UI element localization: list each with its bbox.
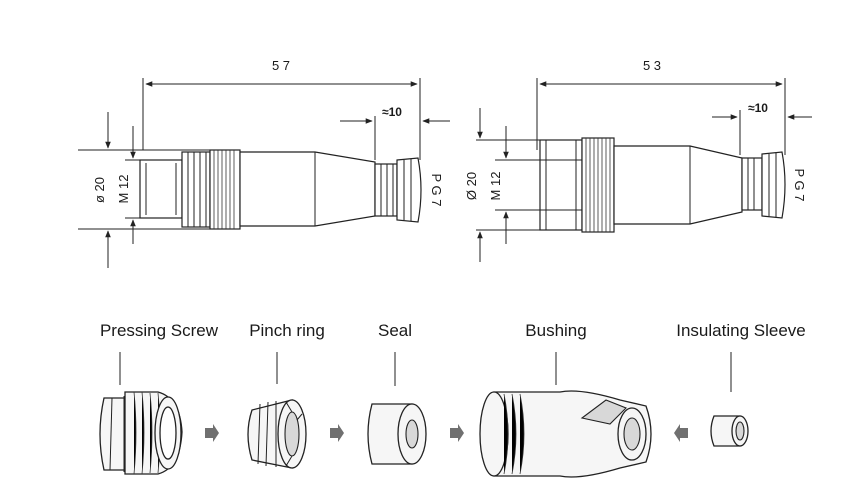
thread-label: M 12: [488, 172, 503, 201]
overall-length-label: 5 7: [272, 58, 290, 73]
thread-label: M 12: [116, 175, 131, 204]
seal-part: [367, 403, 427, 465]
diameter-label: ø 20: [92, 177, 107, 203]
short-connector-drawing: 5 3 ≈10 Ø 20 M 12: [464, 58, 812, 262]
diameter-label: Ø 20: [464, 172, 479, 200]
end-length-label: ≈10: [382, 105, 402, 119]
assembly-arrow-icon: [330, 424, 344, 442]
gland-label: P G 7: [792, 168, 807, 201]
bushing-part: [479, 390, 652, 478]
straight-connector-drawing: 5 7 ≈10 ø 20 M 12: [78, 58, 450, 268]
insulating-sleeve-label: Insulating Sleeve: [676, 321, 805, 340]
overall-length-label: 5 3: [643, 58, 661, 73]
end-length-label: ≈10: [748, 101, 768, 115]
seal-label: Seal: [378, 321, 412, 340]
bushing-label: Bushing: [525, 321, 586, 340]
assembly-arrow-icon: [674, 424, 688, 442]
pinch-ring-label: Pinch ring: [249, 321, 325, 340]
assembly-arrow-icon: [450, 424, 464, 442]
gland-label: P G 7: [429, 173, 444, 206]
pinch-ring-part: [247, 399, 307, 469]
pressing-screw-part: [99, 391, 183, 475]
insulating-sleeve-part: [710, 415, 749, 447]
assembly-arrow-icon: [205, 424, 219, 442]
pressing-screw-label: Pressing Screw: [100, 321, 219, 340]
